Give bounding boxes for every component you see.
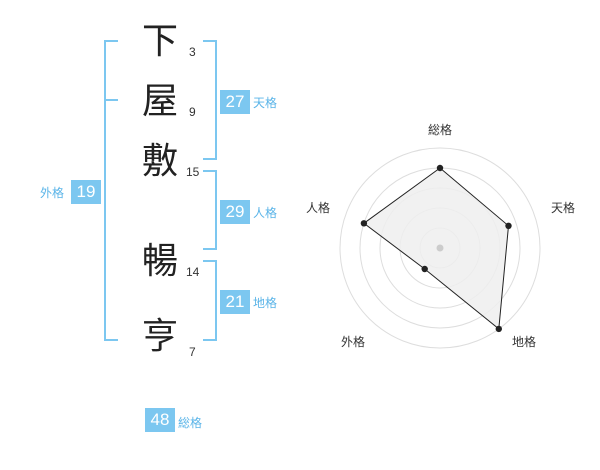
name-char-4: 暢 (141, 241, 178, 282)
jinkaku-label: 人格 (253, 206, 278, 220)
chikaku-value: 21 (220, 290, 250, 314)
radar-axis-label-soukaku: 総格 (427, 123, 452, 137)
soukaku-label: 総格 (178, 416, 203, 430)
radar-point-1 (436, 164, 444, 172)
tenkaku-value: 27 (220, 90, 250, 114)
radar-point-3 (495, 325, 502, 333)
radar-axis-label-chikaku: 地格 (511, 335, 536, 349)
jinkaku-bracket (203, 170, 217, 250)
radar-point-2 (505, 222, 512, 229)
radar-axis-label-gaikaku: 外格 (340, 335, 365, 349)
tenkaku-bracket (203, 40, 217, 160)
gaikaku-label: 外格 (40, 186, 65, 200)
radar-series-polygon (363, 167, 510, 330)
stroke-count-3: 15 (186, 165, 200, 179)
radar-center-dot (436, 244, 444, 252)
name-char-1: 下 (141, 21, 178, 62)
gaikaku-bracket (104, 40, 118, 341)
stroke-count-5: 7 (189, 345, 196, 359)
chikaku-bracket (203, 260, 217, 341)
stroke-count-2: 9 (189, 105, 196, 119)
chikaku-label: 地格 (253, 296, 278, 310)
radar-point-5 (360, 220, 368, 227)
radar-axis-label-tenkaku: 天格 (550, 201, 575, 215)
stroke-count-4: 14 (186, 265, 200, 279)
jinkaku-value: 29 (220, 200, 250, 224)
radar-point-4 (421, 265, 428, 273)
soukaku-value: 48 (145, 408, 175, 432)
gaikaku-value: 19 (71, 180, 101, 204)
gaikaku-bracket-tick (104, 99, 118, 101)
radar-axis-label-jinkaku: 人格 (305, 201, 330, 215)
name-char-5: 亨 (141, 316, 178, 357)
tenkaku-label: 天格 (253, 96, 278, 110)
name-char-3: 敷 (141, 141, 178, 182)
name-char-2: 屋 (141, 81, 178, 122)
stroke-count-1: 3 (189, 45, 196, 59)
radar-ring (339, 147, 541, 349)
